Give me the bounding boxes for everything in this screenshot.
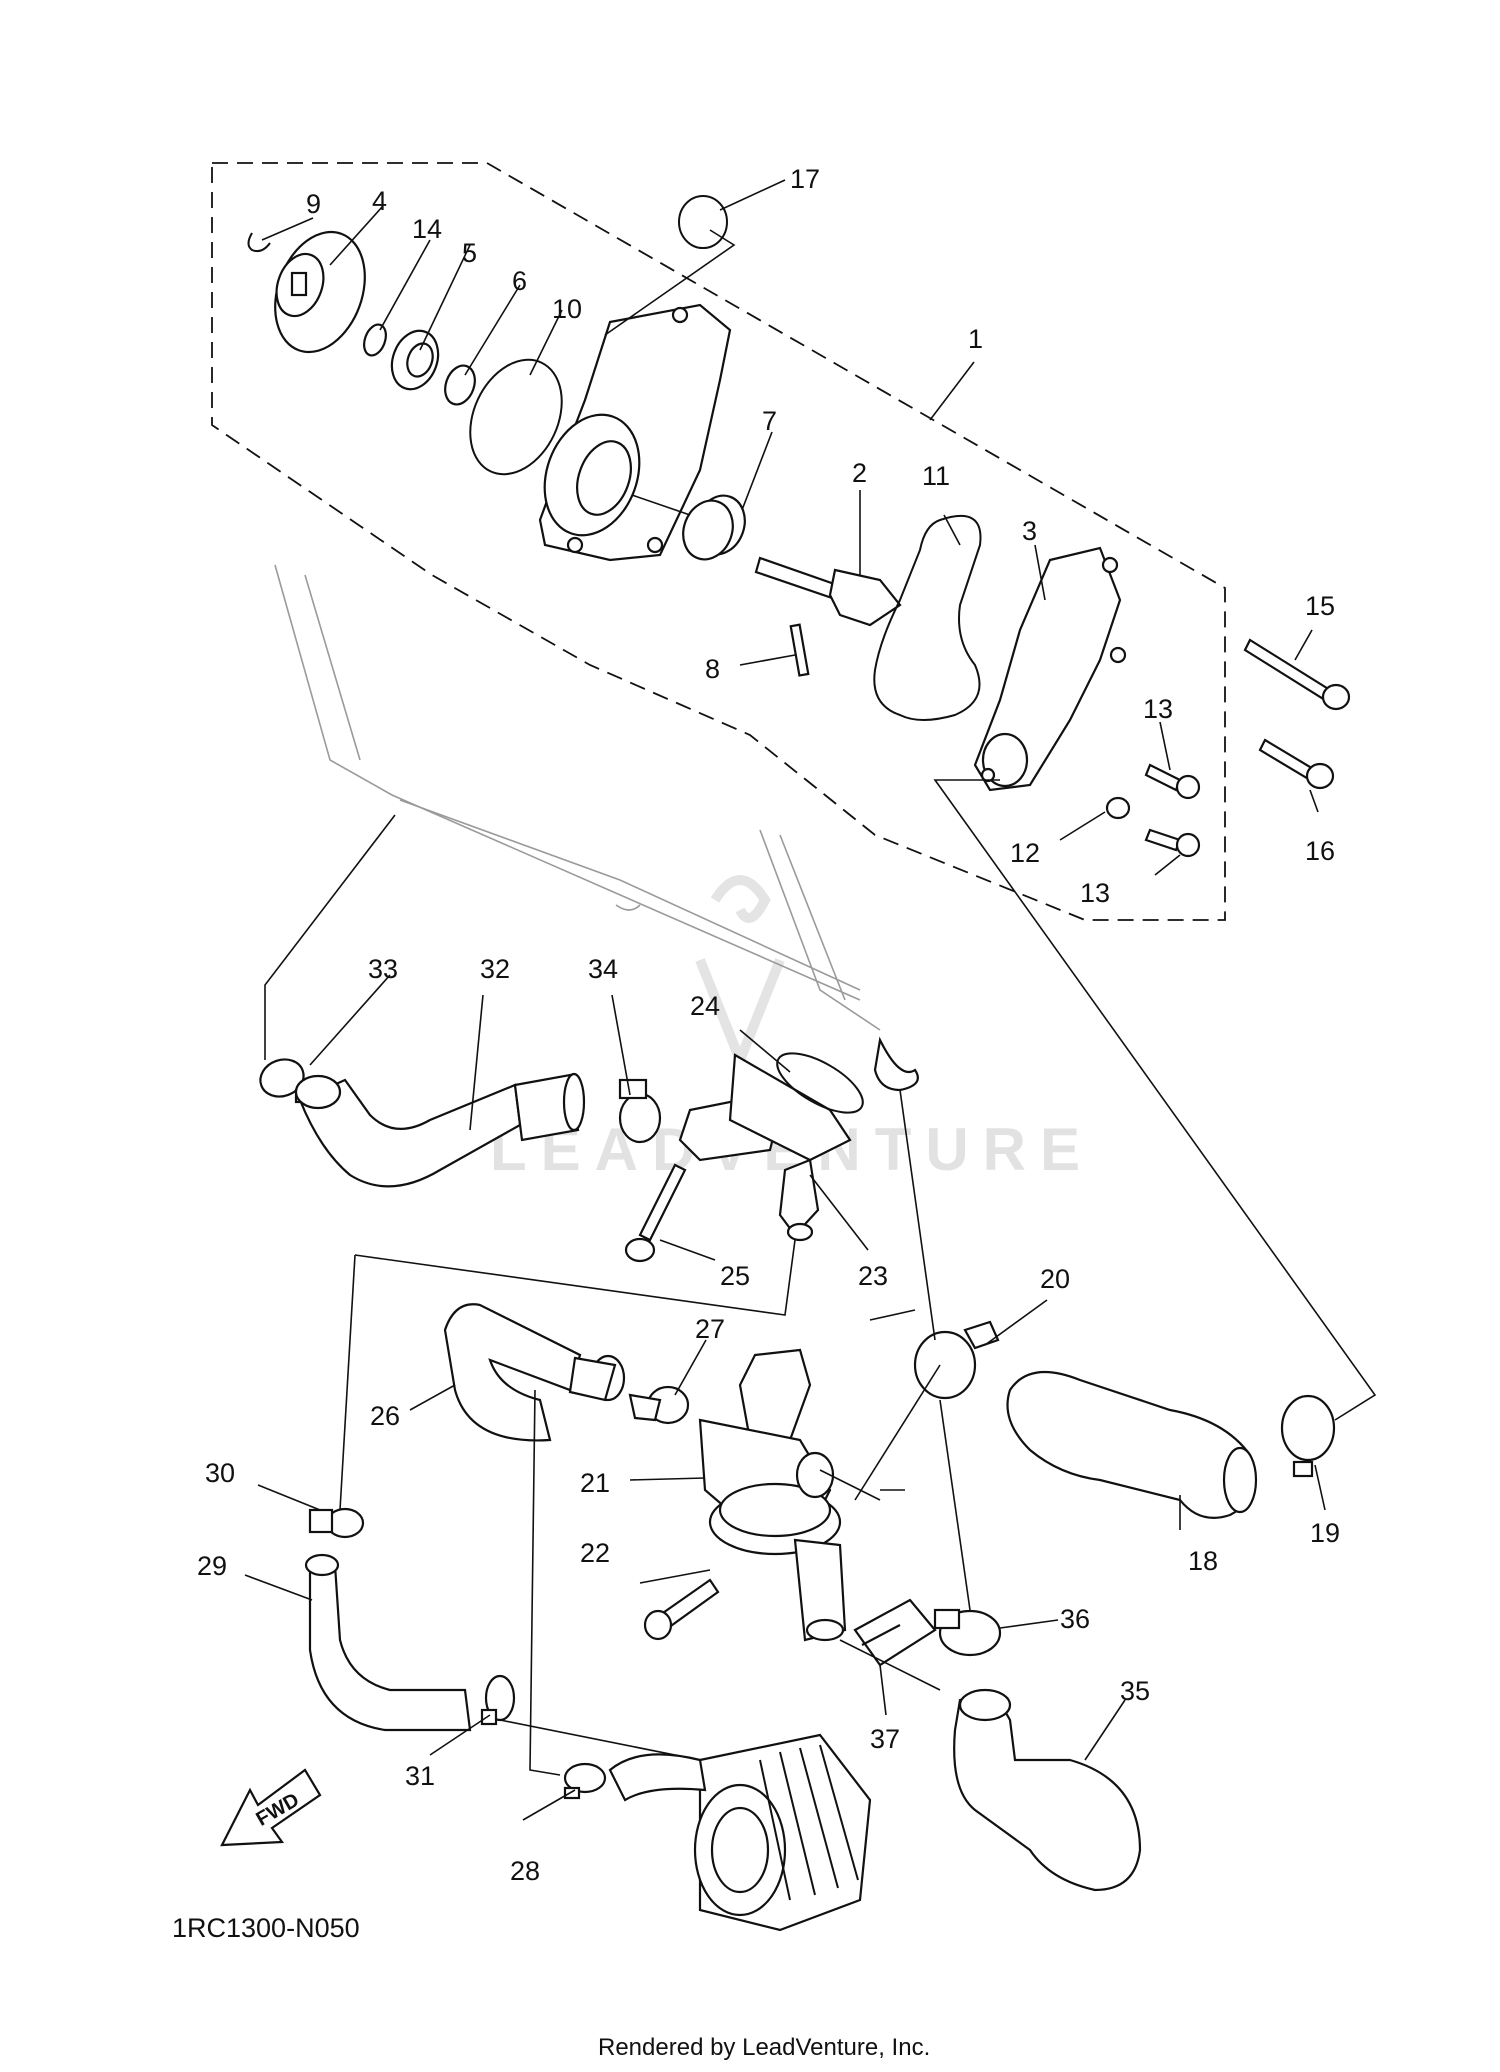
callout-26: 26	[370, 1401, 400, 1431]
hose-clamp-36	[933, 1608, 1002, 1657]
callout-15: 15	[1305, 591, 1335, 621]
callout-23: 23	[858, 1261, 888, 1291]
forward-direction-arrow: FWD	[220, 1768, 322, 1847]
connection-lines	[264, 229, 1377, 1776]
callout-36: 36	[1060, 1604, 1090, 1634]
render-credit: Rendered by LeadVenture, Inc.	[598, 2034, 930, 2061]
bolt-22	[643, 1578, 720, 1641]
callout-21: 21	[580, 1468, 610, 1498]
water-pump-assembly-outline	[211, 162, 1226, 921]
hose-clamp-34	[618, 1078, 662, 1144]
mechanical-seal-7	[682, 494, 746, 561]
oil-cooler	[608, 1733, 872, 1932]
hose-clip-37	[853, 1598, 937, 1667]
pump-cover-3	[973, 546, 1127, 792]
callout-17: 17	[790, 164, 820, 194]
callout-31: 31	[405, 1761, 435, 1791]
callout-12: 12	[1010, 838, 1040, 868]
callout-13-lower: 13	[1080, 878, 1110, 908]
callout-numbers: 1 2 3 4 5 6 7 8 9 10 11 12 13 13 14 15 1…	[197, 164, 1340, 1886]
radiator-outline	[274, 564, 919, 1092]
watermark-logo	[695, 875, 785, 1074]
hose-clamp-20	[913, 1320, 1000, 1400]
callout-1: 1	[968, 324, 983, 354]
callout-6: 6	[512, 266, 527, 296]
callout-2: 2	[852, 458, 867, 488]
pump-housing	[538, 303, 732, 562]
o-ring-24	[776, 1052, 864, 1114]
oil-seal-6	[444, 364, 476, 406]
callout-19: 19	[1310, 1518, 1340, 1548]
leader-lines	[244, 179, 1326, 1821]
callout-16: 16	[1305, 836, 1335, 866]
callout-4: 4	[372, 186, 387, 216]
callout-10: 10	[552, 294, 582, 324]
callout-37: 37	[870, 1724, 900, 1754]
hose-clamp-27	[628, 1385, 690, 1425]
diagram-part-number: 1RC1300-N050	[172, 1913, 360, 1943]
hose-clamp-19	[1280, 1394, 1336, 1478]
callout-11: 11	[922, 461, 950, 491]
hose-29	[304, 1553, 472, 1732]
bolt-16	[1258, 738, 1335, 790]
hose-35	[953, 1688, 1142, 1892]
bolt-13-lower	[1144, 828, 1201, 858]
callout-30: 30	[205, 1458, 235, 1488]
callout-32: 32	[480, 954, 510, 984]
hose-clamp-30	[308, 1507, 365, 1539]
impeller-shaft-2	[754, 556, 902, 627]
circlip-9	[247, 232, 271, 253]
callout-5: 5	[462, 238, 477, 268]
callout-9: 9	[306, 189, 321, 219]
callout-33: 33	[368, 954, 398, 984]
callout-14: 14	[412, 214, 442, 244]
washer-14	[363, 323, 387, 357]
callout-22: 22	[580, 1538, 610, 1568]
gasket-11	[873, 515, 982, 721]
hose-26	[443, 1303, 626, 1442]
callout-27: 27	[695, 1314, 725, 1344]
callout-7: 7	[762, 406, 777, 436]
callout-20: 20	[1040, 1264, 1070, 1294]
pin-8	[789, 623, 810, 677]
hose-clamp-28	[563, 1762, 607, 1800]
callout-18: 18	[1188, 1546, 1218, 1576]
callout-3: 3	[1022, 516, 1037, 546]
callout-28: 28	[510, 1856, 540, 1886]
thermostat-housing-23	[678, 1053, 852, 1242]
callout-25: 25	[720, 1261, 750, 1291]
callout-8: 8	[705, 654, 720, 684]
thermostat-21	[698, 1348, 847, 1642]
callout-35: 35	[1120, 1676, 1150, 1706]
hose-18	[1006, 1370, 1258, 1519]
callout-29: 29	[197, 1551, 227, 1581]
washer-12	[1105, 796, 1131, 820]
callout-13: 13	[1143, 694, 1173, 724]
o-ring-10	[469, 358, 563, 476]
bearing-5	[390, 329, 440, 391]
o-ring-17	[678, 195, 728, 249]
callout-24: 24	[690, 991, 720, 1021]
bolt-25	[624, 1163, 687, 1263]
bolt-15	[1243, 638, 1351, 711]
bolt-13-upper	[1144, 763, 1201, 800]
callout-34: 34	[588, 954, 618, 984]
impeller-gear-4	[274, 230, 366, 354]
hose-32	[294, 1072, 586, 1188]
